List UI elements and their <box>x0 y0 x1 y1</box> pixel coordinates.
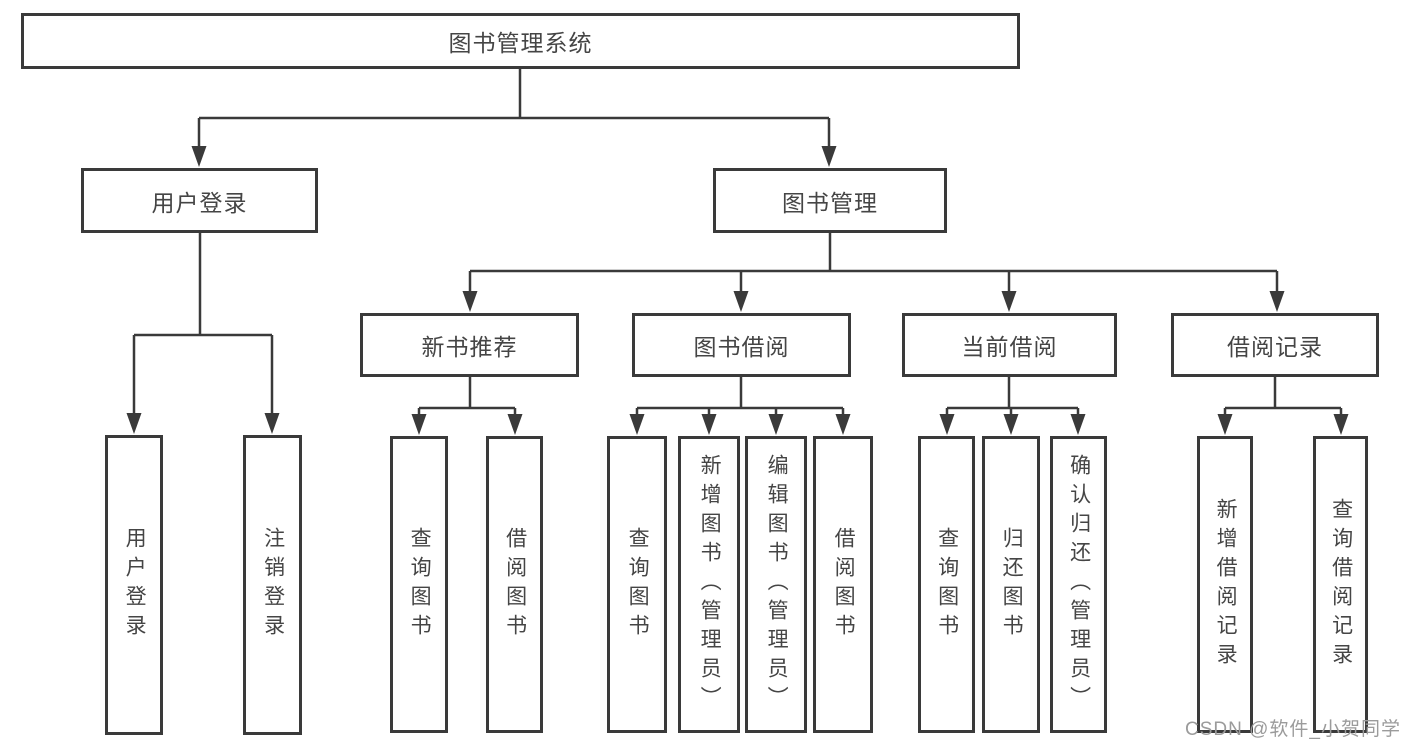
leaf-current-confirm-return-admin-label: 确认归还（管理员） <box>1067 454 1091 715</box>
node-book-borrowing: 图书借阅 <box>632 313 851 377</box>
leaf-current-query-books-label: 查询图书 <box>935 526 959 643</box>
node-borrowing-records: 借阅记录 <box>1171 313 1379 377</box>
leaf-current-confirm-return-admin: 确认归还（管理员） <box>1050 436 1107 733</box>
node-user-login-group: 用户登录 <box>81 168 318 233</box>
leaf-newrec-borrow-books-label: 借阅图书 <box>503 526 527 643</box>
leaf-borrow-edit-books-admin: 编辑图书（管理员） <box>745 436 807 733</box>
leaf-borrow-edit-books-admin-label: 编辑图书（管理员） <box>765 454 789 715</box>
leaf-current-query-books: 查询图书 <box>918 436 975 733</box>
leaf-records-query-borrow-record-label: 查询借阅记录 <box>1329 497 1353 672</box>
leaf-newrec-query-books: 查询图书 <box>390 436 448 733</box>
leaf-borrow-add-books-admin-label: 新增图书（管理员） <box>698 454 722 715</box>
leaf-logout-login-label: 注销登录 <box>261 527 285 643</box>
leaf-newrec-borrow-books: 借阅图书 <box>486 436 543 733</box>
node-new-book-recommendation: 新书推荐 <box>360 313 579 377</box>
leaf-borrow-query-books-label: 查询图书 <box>626 526 650 643</box>
leaf-newrec-query-books-label: 查询图书 <box>408 526 432 643</box>
leaf-logout-login: 注销登录 <box>243 435 302 735</box>
leaf-records-add-borrow-record: 新增借阅记录 <box>1197 436 1253 733</box>
leaf-records-add-borrow-record-label: 新增借阅记录 <box>1214 497 1238 672</box>
leaf-user-login: 用户登录 <box>105 435 163 735</box>
leaf-borrow-query-books: 查询图书 <box>607 436 667 733</box>
csdn-watermark: CSDN @软件_小贺同学 <box>1185 719 1401 740</box>
node-current-borrowing: 当前借阅 <box>902 313 1117 377</box>
leaf-current-return-books: 归还图书 <box>982 436 1040 733</box>
node-book-management-group: 图书管理 <box>713 168 947 233</box>
leaf-records-query-borrow-record: 查询借阅记录 <box>1313 436 1368 733</box>
leaf-user-login-label: 用户登录 <box>123 527 147 643</box>
leaf-borrow-borrow-books: 借阅图书 <box>813 436 873 733</box>
leaf-borrow-borrow-books-label: 借阅图书 <box>832 526 856 643</box>
leaf-borrow-add-books-admin: 新增图书（管理员） <box>678 436 740 733</box>
leaf-current-return-books-label: 归还图书 <box>1000 526 1024 643</box>
node-library-management-system: 图书管理系统 <box>21 13 1020 69</box>
